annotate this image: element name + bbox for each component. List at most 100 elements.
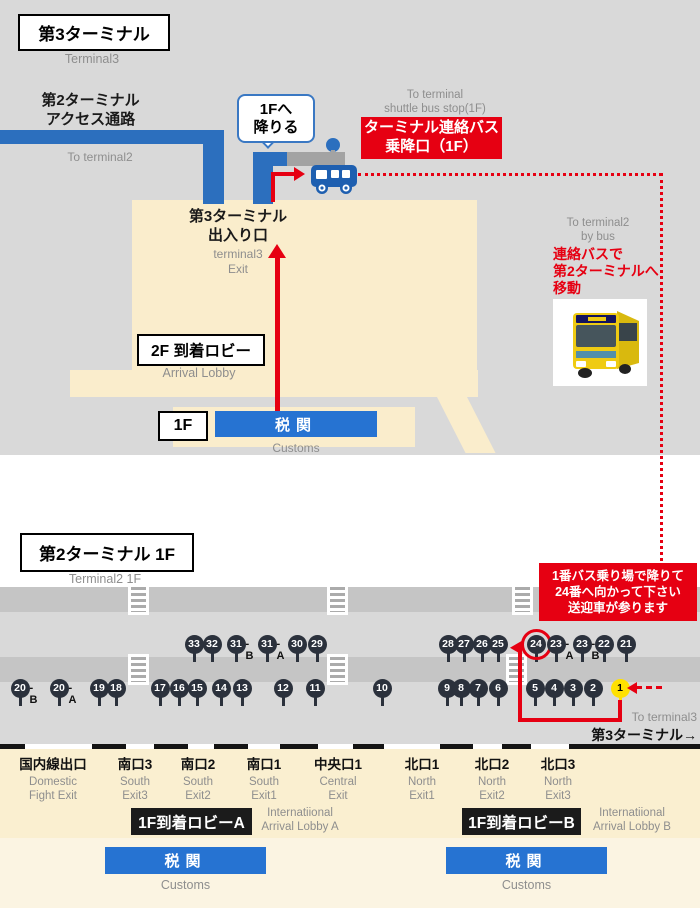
bus-stop-14: 14 (211, 678, 231, 706)
crosswalk-icon (128, 584, 149, 615)
stop-number: 25 (488, 634, 508, 654)
wall-segment (569, 744, 700, 749)
access-passage-bar-vertical (203, 130, 224, 204)
terminal2-building-upper (0, 749, 700, 838)
crosswalk-icon (128, 654, 149, 685)
stop-pole (97, 695, 101, 706)
stop-pole (459, 695, 463, 706)
crosswalk-icon (327, 584, 348, 615)
stop-number: 3 (563, 678, 583, 698)
stop-number: 18 (106, 678, 126, 698)
bus-stop-25: 25 (488, 634, 508, 662)
walkway-blue-vertical (253, 152, 273, 204)
dotted-route-vertical (660, 173, 663, 687)
wall-segment (280, 744, 318, 749)
wall-segment (92, 744, 126, 749)
stop-pole (476, 695, 480, 706)
stop-pole (554, 651, 558, 662)
bus-stop-6: 6 (488, 678, 508, 706)
stop-pole (496, 651, 500, 662)
bus-stop-9: 9 (437, 678, 457, 706)
stop-number: 21 (616, 634, 636, 654)
stop-pole (158, 695, 162, 706)
exit-label-jp: 南口1 (246, 757, 282, 772)
terminal3-title-en: Terminal3 (64, 52, 120, 66)
crosswalk-icon (506, 654, 527, 685)
stop-suffix: -A (276, 637, 285, 662)
exit-label-jp: 中央口1 (313, 757, 362, 772)
bus-stop-5: 5 (525, 678, 545, 706)
bus-stop-33: 33 (184, 634, 204, 662)
wall-segment (440, 744, 473, 749)
bus-stop-4: 4 (544, 678, 564, 706)
stop-pole (114, 695, 118, 706)
stop-number: 4 (544, 678, 564, 698)
stop-pole (462, 651, 466, 662)
pickup-notice-box: 1番バス乗り場で降りて 24番へ向かって下さい 送迎車が参ります (539, 563, 697, 621)
stop-pole (18, 695, 22, 706)
wall-segment (214, 744, 248, 749)
stop-number: 32 (202, 634, 222, 654)
dotted-route-horizontal (358, 173, 662, 176)
stop-pole (602, 651, 606, 662)
customs-en-a: Customs (160, 878, 211, 892)
exit-label-jp: 南口2 (180, 757, 216, 772)
exit-label-jp: 北口2 (474, 757, 510, 772)
stop-pole (219, 695, 223, 706)
stop-pole (177, 695, 181, 706)
stop-pole (591, 695, 595, 706)
bus-stop-13: 13 (232, 678, 252, 706)
wall-segment (0, 744, 25, 749)
bus-stop-18: 18 (106, 678, 126, 706)
stop-pole (234, 651, 238, 662)
go-down-1f-bubble: 1Fへ 降りる (237, 94, 315, 143)
stop-number: 29 (307, 634, 327, 654)
pickup-route-v1 (618, 700, 622, 720)
bus-stop-12: 12 (273, 678, 293, 706)
stop-number: 19 (89, 678, 109, 698)
stop-suffix: -B (29, 681, 38, 706)
stop-number: 33 (184, 634, 204, 654)
stop-number: 7 (468, 678, 488, 698)
stop-pole (57, 695, 61, 706)
stop-number: 1 (610, 678, 630, 698)
wall-segment (353, 744, 384, 749)
bus-stop-19: 19 (89, 678, 109, 706)
floor-1f-box: 1F (158, 411, 208, 441)
bus-stop-32: 32 (202, 634, 222, 662)
route-to-bus-horizontal (271, 172, 295, 176)
to-terminal2-label: To terminal2 (67, 150, 133, 164)
stop-number: 20 (10, 678, 30, 698)
stop-number: 20 (49, 678, 69, 698)
lobby-b-box: 1F到着ロビーB (462, 808, 581, 835)
bus-stop-24: 24 (520, 628, 552, 662)
stop-number: 27 (454, 634, 474, 654)
stop-suffix: -A (565, 637, 574, 662)
stop-pole (265, 651, 269, 662)
stop-pole (446, 651, 450, 662)
stop-number: 23 (546, 634, 566, 654)
bus-stop-17: 17 (150, 678, 170, 706)
bus-stop-30: 30 (287, 634, 307, 662)
stop-number: 2 (583, 678, 603, 698)
exit-label-jp: 国内線出口 (19, 757, 87, 772)
bus-stop-16: 16 (169, 678, 189, 706)
bus-stop-31-B: 31-B (226, 634, 253, 662)
bus-stop-27: 27 (454, 634, 474, 662)
shuttle-bus-icon (311, 164, 357, 195)
stop-number: 12 (273, 678, 293, 698)
wall-segment (502, 744, 531, 749)
shuttle-stop-en: To terminal shuttle bus stop(1F) (384, 89, 486, 116)
stop-pole (192, 651, 196, 662)
customs-bar-a: 税関 (105, 847, 266, 874)
stop-suffix: -A (68, 681, 77, 706)
crosswalk-icon (327, 654, 348, 685)
stop-number: 26 (472, 634, 492, 654)
lobby-2f-box: 2F 到着ロビー (137, 334, 265, 366)
terminal3-title: 第3ターミナル (38, 25, 150, 44)
